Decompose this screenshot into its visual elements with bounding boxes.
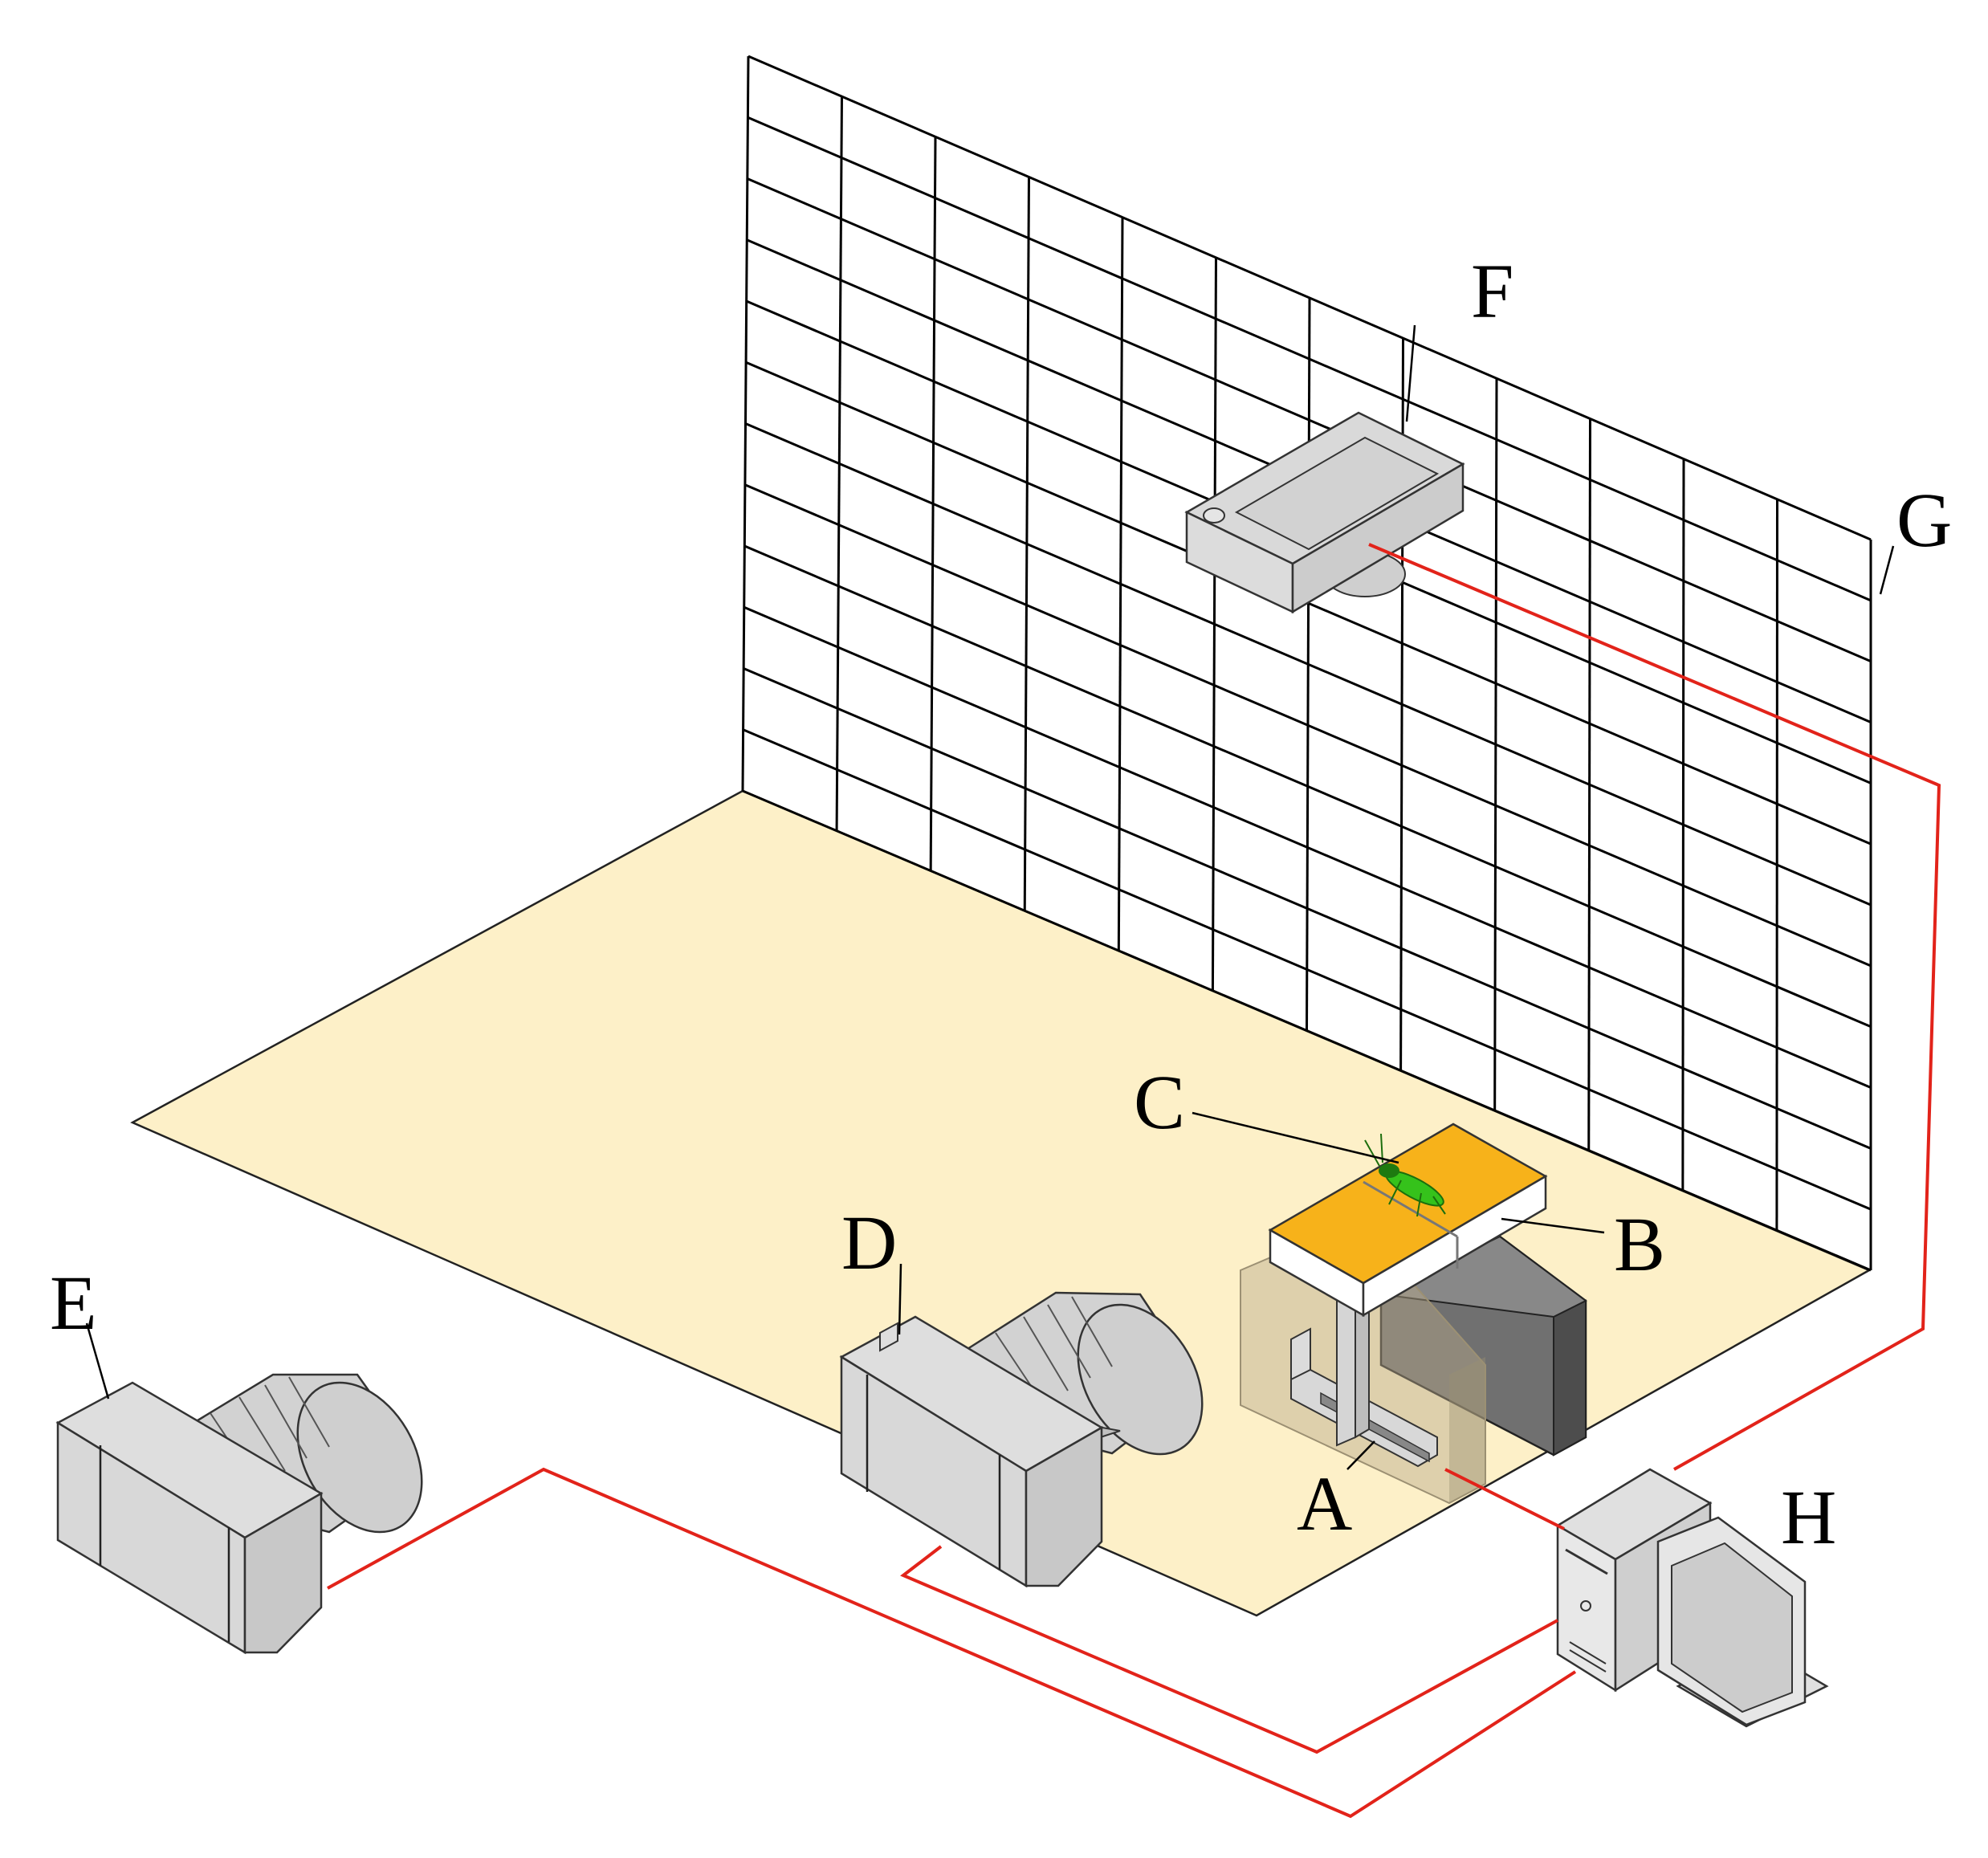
mount-a bbox=[1290, 1291, 1438, 1468]
label-d: D bbox=[841, 1200, 897, 1286]
label-b: B bbox=[1614, 1201, 1665, 1287]
grid-line bbox=[742, 789, 1872, 1272]
label-h: H bbox=[1781, 1474, 1836, 1560]
grid-wall bbox=[741, 55, 1872, 1272]
label-e: E bbox=[50, 1260, 97, 1346]
cable-projector-computer bbox=[1368, 543, 1941, 1471]
grid-line bbox=[748, 55, 1872, 541]
camera-d bbox=[839, 1291, 1204, 1588]
grid-line bbox=[747, 177, 1872, 663]
projector-side bbox=[1291, 462, 1465, 614]
platform-side bbox=[1362, 1174, 1547, 1318]
label-g: G bbox=[1896, 477, 1952, 563]
projector-button bbox=[1203, 507, 1225, 524]
computer-h bbox=[1555, 1468, 1829, 1728]
cables bbox=[327, 543, 1941, 1819]
grid-line bbox=[744, 483, 1872, 968]
grid-line bbox=[744, 422, 1872, 907]
label-f: F bbox=[1471, 248, 1513, 334]
cable-camera-e-computer bbox=[327, 1467, 1577, 1819]
projector-f bbox=[1184, 411, 1465, 614]
insect-c bbox=[1364, 1133, 1446, 1217]
label-a: A bbox=[1297, 1461, 1352, 1546]
cable-mount-computer bbox=[1444, 1468, 1565, 1530]
grid-line bbox=[743, 605, 1872, 1089]
dark-block bbox=[1378, 1235, 1587, 1457]
projector-screen bbox=[1234, 436, 1440, 551]
label-c: C bbox=[1134, 1059, 1185, 1145]
labels: F G C B D E A H bbox=[50, 248, 1952, 1560]
grid-line bbox=[742, 728, 1872, 1211]
grid-line bbox=[747, 116, 1872, 602]
monitor-screen bbox=[1671, 1542, 1793, 1713]
grid-line bbox=[743, 667, 1872, 1150]
grid-line bbox=[743, 544, 1872, 1029]
cable-camera-d-computer bbox=[900, 1545, 1558, 1754]
platform-b bbox=[1268, 1123, 1548, 1318]
camera-e bbox=[55, 1373, 423, 1655]
leader-lines bbox=[85, 324, 1895, 1470]
